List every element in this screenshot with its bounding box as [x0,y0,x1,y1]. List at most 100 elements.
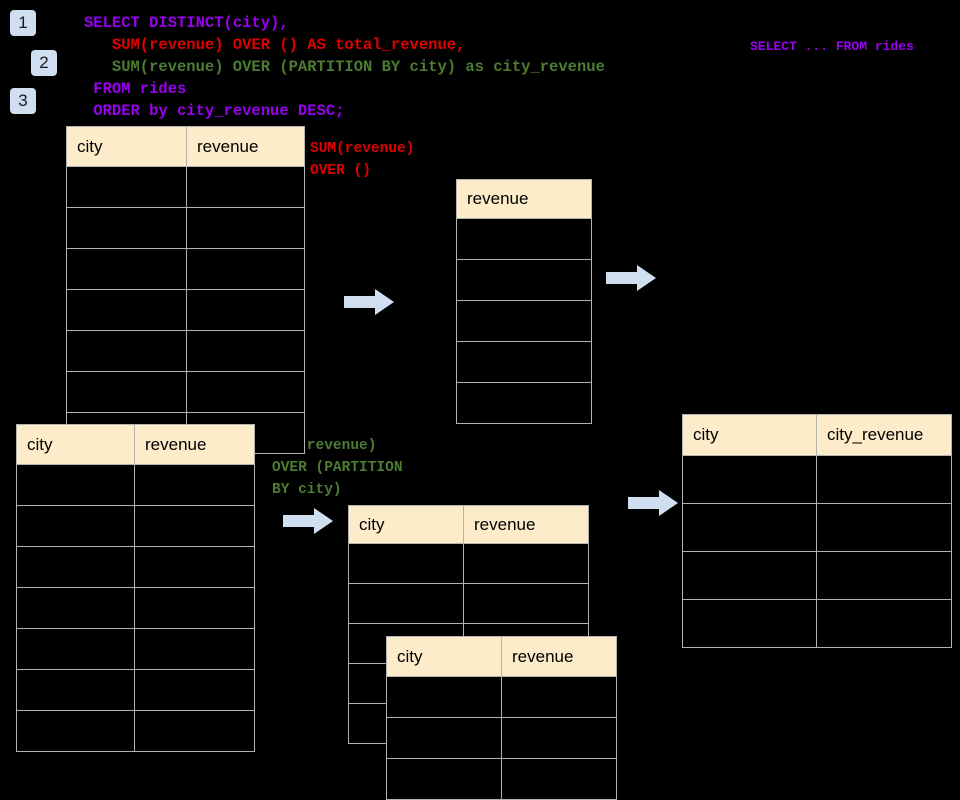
arrow-source-to-total [344,289,394,315]
table-cell [348,583,464,624]
table-cell [186,248,305,290]
table-row [66,248,305,290]
table-cell [66,166,187,208]
table-cell [456,382,592,424]
table-row [66,289,305,331]
table-cell [386,676,502,718]
table-cell [501,758,617,800]
sql-sidenote: SELECT ... FROM rides [750,39,914,54]
table-cell [16,628,135,670]
table-cell [16,505,135,547]
table-row [456,341,592,383]
table-row [386,676,617,718]
table-cell [816,551,952,600]
table-cell [463,583,589,624]
table-row [456,382,592,424]
table-row [682,551,952,600]
column-header-city: city [386,636,502,677]
table-cell [816,599,952,648]
table-cell [456,259,592,301]
arrow-right-icon [283,508,333,534]
table-cell [66,371,187,413]
table-cell [66,289,187,331]
table-row [16,546,255,588]
total-revenue-table: revenue [456,179,592,424]
arrow-partition-to-result [628,490,678,516]
step-badge-2: 2 [31,50,57,76]
table-row [16,669,255,711]
table-cell [16,669,135,711]
table-cell [134,710,255,752]
table-cell [16,587,135,629]
sql-line-5: ORDER by city_revenue DESC; [93,102,345,120]
table-cell [348,543,464,584]
table-cell [682,551,817,600]
table-row [456,218,592,260]
arrow-right-icon [344,289,394,315]
table-cell [134,587,255,629]
table-row [682,455,952,504]
table-cell [501,717,617,759]
table-cell [186,371,305,413]
column-header-revenue: revenue [186,126,305,167]
table-cell [134,628,255,670]
table-header-row: revenue [456,179,592,219]
table-cell [386,717,502,759]
table-row [16,464,255,506]
table-row [386,758,617,800]
table-cell [134,669,255,711]
table-row [16,628,255,670]
table-row [16,710,255,752]
column-header-revenue: revenue [463,505,589,544]
table-cell [456,300,592,342]
table-row [66,330,305,372]
table-row [386,717,617,759]
column-header-revenue: revenue [501,636,617,677]
table-cell [682,503,817,552]
table-cell [682,455,817,504]
table-cell [66,207,187,249]
table-cell [134,505,255,547]
sql-line-4: FROM rides [93,80,187,98]
table-row [16,587,255,629]
table-cell [66,248,187,290]
table-cell [16,710,135,752]
sql-line-1: SELECT DISTINCT(city), [84,14,289,32]
table-cell [682,599,817,648]
sum-over-empty-annotation: SUM(revenue) OVER () [310,141,415,179]
table-cell [134,464,255,506]
arrow-source-to-partition [283,508,333,534]
table-cell [66,330,187,372]
sql-line-2: SUM(revenue) OVER () AS total_revenue, [111,36,466,54]
table-cell [456,218,592,260]
sql-line-3: SUM(revenue) OVER (PARTITION BY city) as… [111,58,605,76]
column-header-city: city [682,414,817,456]
column-header-revenue: revenue [134,424,255,465]
step-badge-1: 1 [10,10,36,36]
table-cell [501,676,617,718]
column-header-city_revenue: city_revenue [816,414,952,456]
arrow-total-to-result [606,265,656,291]
table-cell [816,455,952,504]
table-cell [186,330,305,372]
table-row [66,166,305,208]
column-header-city: city [16,424,135,465]
table-cell [816,503,952,552]
table-row [66,207,305,249]
table-row [456,259,592,301]
table-cell [16,464,135,506]
column-header-city: city [348,505,464,544]
table-cell [186,289,305,331]
table-cell [456,341,592,383]
table-cell [16,546,135,588]
table-cell [134,546,255,588]
sql-query-block: SELECT DISTINCT(city), SUM(revenue) OVER … [84,12,605,122]
step-badge-3: 3 [10,88,36,114]
